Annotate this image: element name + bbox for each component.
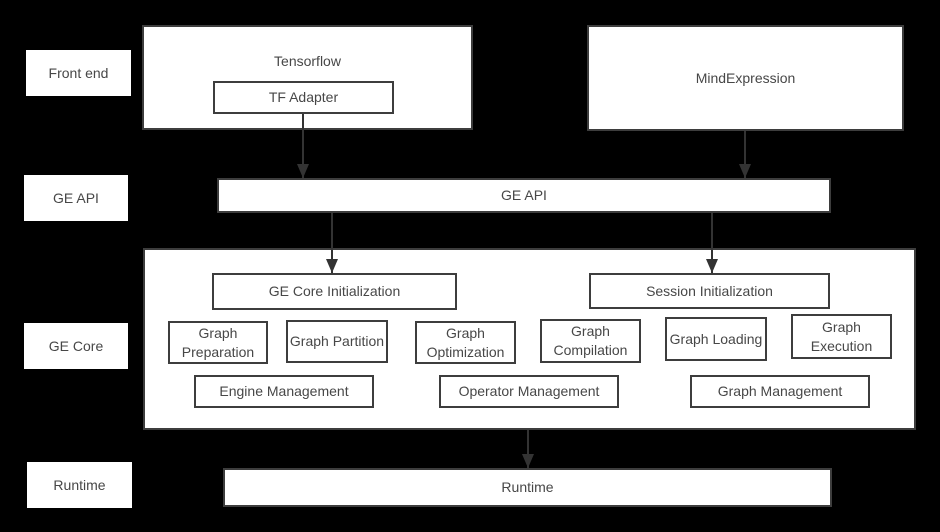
arrow-ge-core-to-runtime bbox=[522, 430, 534, 468]
tensorflow-node: Tensorflow TF Adapter bbox=[142, 25, 473, 130]
arrow-ge-api-to-ge-core-initialization bbox=[326, 213, 338, 273]
arrow-mindexpression-to-ge-api bbox=[739, 131, 751, 178]
graph-partition-node: Graph Partition bbox=[286, 320, 388, 363]
tf-adapter-node: TF Adapter bbox=[213, 81, 394, 114]
graph-management-node: Graph Management bbox=[690, 375, 870, 408]
row-label-runtime: Runtime bbox=[27, 462, 132, 508]
operator-management-node: Operator Management bbox=[439, 375, 619, 408]
row-label-ge-core: GE Core bbox=[24, 323, 128, 369]
graph-execution-node: Graph Execution bbox=[791, 314, 892, 359]
mindexpression-node: MindExpression bbox=[587, 25, 904, 131]
arrow-tf-adapter-to-ge-api bbox=[297, 114, 309, 178]
graph-preparation-node: Graph Preparation bbox=[168, 321, 268, 364]
runtime-node: Runtime bbox=[223, 468, 832, 507]
row-label-ge-api: GE API bbox=[24, 175, 128, 221]
tensorflow-label: Tensorflow bbox=[274, 53, 341, 69]
graph-compilation-node: Graph Compilation bbox=[540, 319, 641, 363]
session-initialization-node: Session Initialization bbox=[589, 273, 830, 309]
engine-management-node: Engine Management bbox=[194, 375, 374, 408]
ge-api-node: GE API bbox=[217, 178, 831, 213]
ge-core-initialization-node: GE Core Initialization bbox=[212, 273, 457, 310]
arrow-ge-api-to-session-initialization bbox=[706, 213, 718, 273]
row-label-front-end: Front end bbox=[26, 50, 131, 96]
graph-optimization-node: Graph Optimization bbox=[415, 321, 516, 364]
graph-loading-node: Graph Loading bbox=[665, 317, 767, 361]
